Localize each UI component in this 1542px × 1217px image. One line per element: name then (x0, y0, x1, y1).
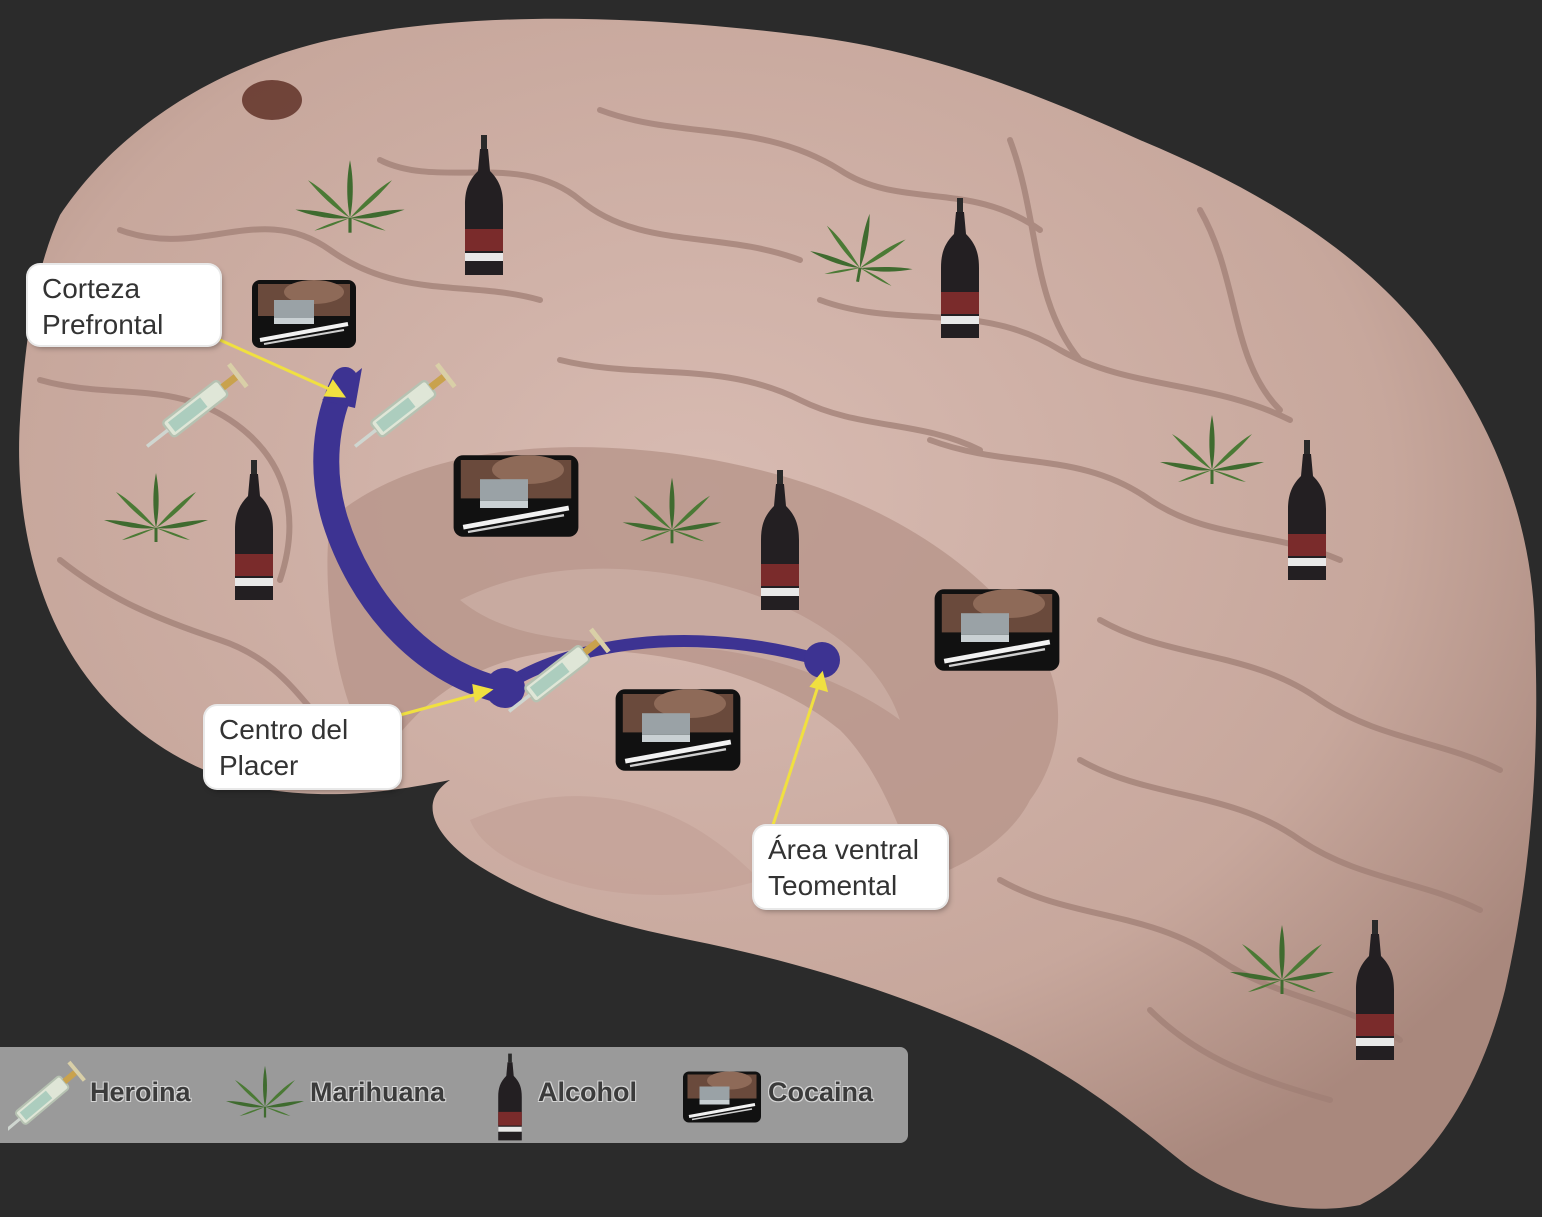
label-corteza-prefrontal-line2: Prefrontal (42, 307, 206, 343)
label-centro-del-placer-line1: Centro del (219, 712, 386, 748)
label-centro-del-placer-line2: Placer (219, 748, 386, 784)
label-area-ventral-teomental-line1: Área ventral (768, 832, 933, 868)
legend-alcohol-label: Alcohol (538, 1077, 637, 1108)
legend-heroin-label: Heroina (90, 1077, 191, 1108)
bottle-icon (490, 1047, 530, 1143)
cocaine-line-icon (680, 1067, 764, 1127)
syringe-icon (8, 1055, 88, 1135)
legend-cocaine-label: Cocaina (768, 1077, 873, 1108)
label-corteza-prefrontal: Corteza Prefrontal (28, 265, 220, 345)
label-area-ventral-teomental-line2: Teomental (768, 868, 933, 904)
legend-marijuana-label: Marihuana (310, 1077, 445, 1108)
cocaine-line-icon (252, 280, 356, 348)
label-area-ventral-teomental: Área ventral Teomental (754, 826, 947, 908)
cocaine-line-icon (935, 589, 1060, 671)
cocaine-line-icon (616, 689, 741, 771)
legend: Heroina Marihuana Alcohol Cocaina (0, 1047, 908, 1143)
cannabis-leaf-icon (225, 1057, 305, 1137)
label-corteza-prefrontal-line1: Corteza (42, 271, 206, 307)
label-centro-del-placer: Centro del Placer (205, 706, 400, 788)
cocaine-line-icon (454, 455, 579, 537)
